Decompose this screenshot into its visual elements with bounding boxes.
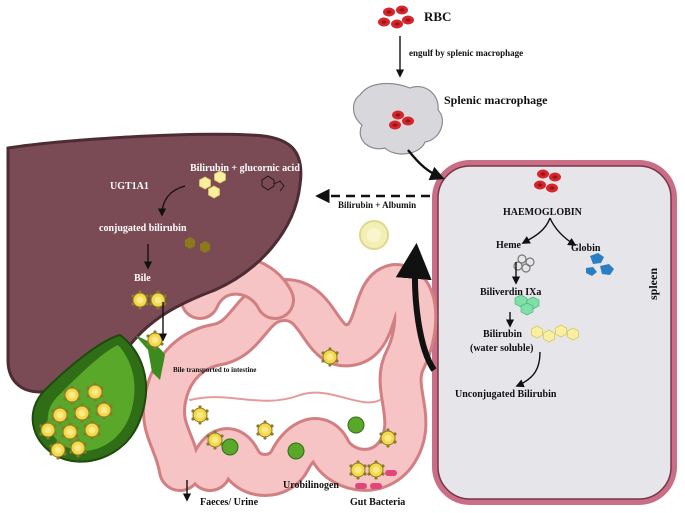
faeces-urine-label: Faeces/ Urine: [200, 497, 259, 508]
intestine: [142, 255, 438, 497]
flow-arrows: [143, 36, 577, 502]
bilirubin-albumin-label: Bilirubin + Albumin: [338, 200, 417, 210]
macrophage-icon: [352, 83, 443, 155]
gut-bacteria-label: Gut Bacteria: [350, 497, 406, 508]
spleen-label: spleen: [646, 267, 660, 300]
water-soluble-label: (water soluble): [470, 343, 534, 354]
haemoglobin-label: HAEMOGLOBIN: [503, 207, 582, 218]
urobilinogen-label: Urobilinogen: [283, 480, 339, 491]
bacteria-icon: [221, 416, 397, 489]
unconjugated-bilirubin-label: Unconjugated Bilirubin: [455, 389, 557, 400]
rbc-label: RBC: [424, 9, 452, 24]
biliverdin-icon: [514, 294, 540, 316]
globin-icon: [586, 253, 614, 276]
ugt1a1-label: UGT1A1: [110, 181, 149, 192]
glucornic-acid-icon: [261, 175, 285, 192]
macrophage-label: Splenic macrophage: [444, 93, 548, 107]
biliverdin-label: Biliverdin IXa: [480, 287, 542, 298]
bilirubin-label: Bilirubin: [483, 329, 522, 340]
bilirubin-molecule-icon: [185, 170, 226, 253]
engulf-label: engulf by splenic macrophage: [409, 48, 524, 58]
albumin-icon: [359, 220, 389, 250]
rbc-cluster-icon: [378, 5, 414, 29]
globin-label: Globin: [571, 243, 601, 254]
bilirubin-glucornic-label: Bilirubin + glucornic acid: [190, 163, 300, 174]
bile-transported-label: Bile transported to intestine: [173, 366, 257, 374]
heme-label: Heme: [496, 240, 521, 251]
spleen-organ: [432, 160, 677, 505]
conjugated-bilirubin-label: conjugated bilirubin: [99, 223, 187, 234]
heme-icon: [513, 254, 535, 273]
bile-label: Bile: [134, 273, 151, 284]
